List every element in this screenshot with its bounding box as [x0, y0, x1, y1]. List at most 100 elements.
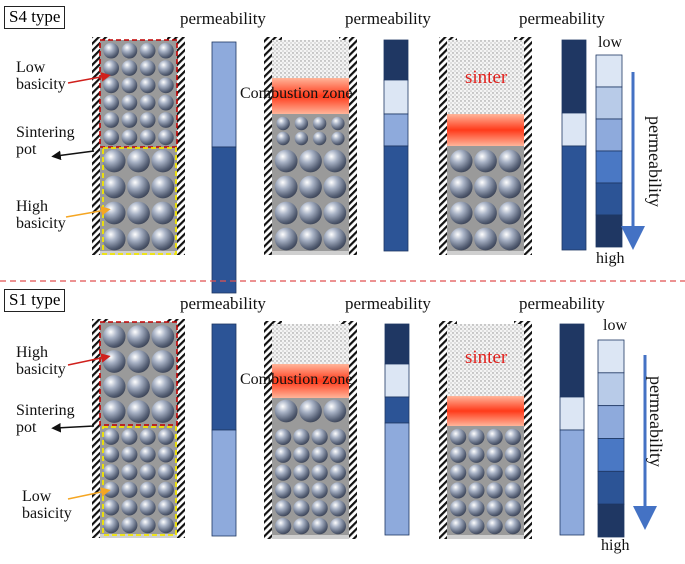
- top-pot1-large-particle: [102, 149, 126, 173]
- bottom-pot3-small-particle: [468, 446, 485, 463]
- top-bar1-segment-2: [211, 146, 237, 294]
- bottom-pot3-small-particle: [468, 482, 485, 499]
- bottom-pot2-left-wall: [264, 324, 272, 539]
- top-pot1-small-particle: [158, 60, 174, 76]
- top-pot1-large-particle: [127, 175, 150, 199]
- top-pot1-grate: [100, 251, 177, 255]
- top-pot2-left-lip: [264, 37, 282, 42]
- top-permeability-header-1: permeability: [180, 9, 266, 28]
- bottom-pot1-small-particle: [121, 499, 138, 516]
- bottom-pot1-small-particle: [121, 446, 138, 463]
- bottom-bar2-segment-1: [384, 323, 410, 365]
- bottom-pot2-small-particle: [329, 428, 346, 446]
- bottom-pot3-small-particle: [486, 517, 503, 535]
- bottom-pot2-small-particle: [311, 500, 328, 517]
- top-upper-basicity-label: Low basicity: [16, 59, 66, 93]
- bottom-pot3-small-particle: [450, 500, 467, 517]
- top-permeability-header-2: permeability: [345, 9, 431, 28]
- top-pot2-right-wall: [349, 40, 357, 255]
- bottom-high-basicity-arrow: [67, 353, 111, 366]
- bottom-pot3-grate: [447, 535, 524, 539]
- top-permeability-header-3: permeability: [519, 9, 605, 28]
- bottom-pot1-large-particle: [127, 350, 150, 373]
- bottom-pot2-small-particle: [311, 446, 328, 463]
- top-pot2-large-particle: [323, 201, 347, 225]
- bottom-pot3-small-particle: [504, 482, 521, 499]
- bottom-pot1-small-particle: [103, 446, 120, 463]
- bottom-low-basicity-box: [102, 426, 177, 536]
- top-pot1-small-particle: [139, 94, 156, 111]
- top-pot1-large-particle: [102, 175, 126, 199]
- top-pot2-large-particle: [299, 201, 322, 225]
- bottom-bar3-segment-2: [559, 396, 585, 431]
- top-pot2-large-particle: [274, 201, 298, 225]
- top-pot1-small-particle: [121, 94, 138, 111]
- top-scale-step-6: [595, 214, 623, 248]
- bottom-scale-step-6: [597, 503, 625, 538]
- bottom-pot1-small-particle: [157, 517, 174, 534]
- bottom-pot2-small-particle: [311, 428, 328, 446]
- bottom-pot1-large-particle: [127, 375, 150, 398]
- top-pot1-small-particle: [121, 77, 138, 94]
- bottom-pot2-grate: [272, 535, 349, 539]
- bottom-pot1-small-particle: [103, 499, 120, 516]
- bottom-scale-low-label: low: [603, 317, 627, 334]
- bottom-pot3-small-particle: [450, 482, 467, 499]
- bottom-pot3-small-particle: [468, 428, 485, 446]
- bottom-pot2-small-particle: [293, 517, 310, 535]
- top-bar3-segment-2: [561, 112, 587, 147]
- top-pot3-large-particle: [474, 175, 497, 199]
- bottom-pot3-small-particle: [486, 500, 503, 517]
- top-pot1-small-particle: [158, 129, 174, 146]
- bottom-pot3-small-particle: [504, 517, 521, 535]
- top-pot1-large-particle: [102, 227, 126, 251]
- top-sintering-pot-label: Sintering pot: [16, 124, 75, 158]
- bottom-sintering-pot-arrow: [51, 422, 95, 433]
- bottom-pot3-small-particle: [504, 500, 521, 517]
- bottom-pot2-small-particle: [311, 517, 328, 535]
- bottom-pot3-left-wall: [439, 324, 447, 539]
- bottom-pot1-grate: [100, 534, 177, 538]
- bottom-pot1-small-particle: [139, 428, 156, 445]
- top-pot1-large-particle: [127, 149, 150, 173]
- bottom-pot3-small-particle: [450, 464, 467, 481]
- top-pot1-small-particle: [139, 112, 156, 128]
- top-pot1-small-particle: [121, 112, 138, 128]
- top-scale-low-label: low: [598, 34, 622, 51]
- bottom-high-basicity-box: [99, 321, 178, 426]
- top-pot2-large-particle: [323, 149, 347, 173]
- bottom-pot1-large-particle: [151, 400, 175, 423]
- top-pot1-large-particle: [151, 175, 175, 199]
- bottom-pot1-small-particle: [121, 481, 138, 498]
- bottom-pot3-combustion-zone: [447, 396, 524, 426]
- top-scale-high-label: high: [596, 250, 625, 267]
- bottom-pot1-small-particle: [139, 481, 156, 498]
- bottom-pot1-large-particle: [151, 375, 175, 398]
- bottom-pot1-large-particle: [151, 325, 175, 348]
- top-pot1-large-particle: [127, 201, 150, 225]
- top-pot1-small-particle: [103, 42, 119, 59]
- bottom-pot1-small-particle: [139, 446, 156, 463]
- top-pot3-large-particle: [498, 201, 522, 225]
- bottom-upper-basicity-label: High basicity: [16, 344, 66, 378]
- top-sinter-label: sinter: [465, 67, 508, 88]
- bottom-pot1-large-particle: [127, 400, 150, 423]
- top-scale-step-4: [595, 150, 623, 184]
- top-pot2-left-wall: [264, 40, 272, 255]
- bottom-pot2-small-particle: [275, 428, 292, 446]
- top-scale-step-5: [595, 182, 623, 216]
- top-pot2-large-particle: [299, 149, 322, 173]
- top-pot3-left-lip: [439, 37, 457, 42]
- bottom-permeability-header-3: permeability: [519, 294, 605, 313]
- top-pot3-large-particle: [449, 175, 473, 199]
- top-pot3-large-particle: [449, 201, 473, 225]
- top-pot1-large-particle: [102, 201, 126, 225]
- bottom-pot1-large-particle: [102, 325, 126, 348]
- top-pot2-small-particle: [276, 116, 290, 131]
- bottom-scale-high-label: high: [601, 537, 630, 554]
- top-pot3-sinter-layer: [447, 40, 524, 114]
- top-scale-axis-label: permeability: [645, 116, 665, 207]
- top-pot2-small-particle: [312, 131, 327, 146]
- bottom-bar2-segment-2: [384, 363, 410, 398]
- bottom-pot2-small-particle: [329, 446, 346, 463]
